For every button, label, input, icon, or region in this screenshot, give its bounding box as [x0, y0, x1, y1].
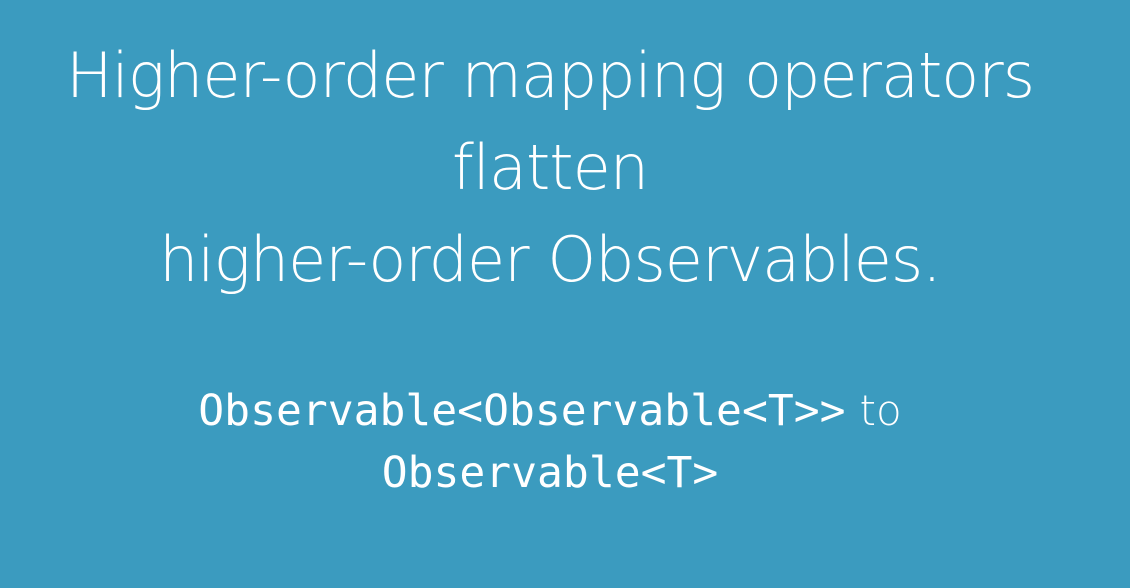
conversion-line-1: Observable<Observable<T>> to [0, 380, 1100, 442]
slide-headline: Higher-order mapping operators flatten h… [0, 30, 1100, 306]
conversion-connector: to [859, 386, 902, 435]
type-conversion: Observable<Observable<T>> to Observable<… [0, 380, 1100, 504]
headline-line-1: Higher-order mapping operators [65, 39, 1035, 112]
target-type-code: Observable<T> [381, 448, 719, 498]
headline-line-2: flatten [451, 131, 649, 204]
conversion-line-2: Observable<T> [0, 442, 1100, 504]
source-type-code: Observable<Observable<T>> [198, 386, 846, 436]
headline-line-3: higher-order Observables. [159, 223, 942, 296]
